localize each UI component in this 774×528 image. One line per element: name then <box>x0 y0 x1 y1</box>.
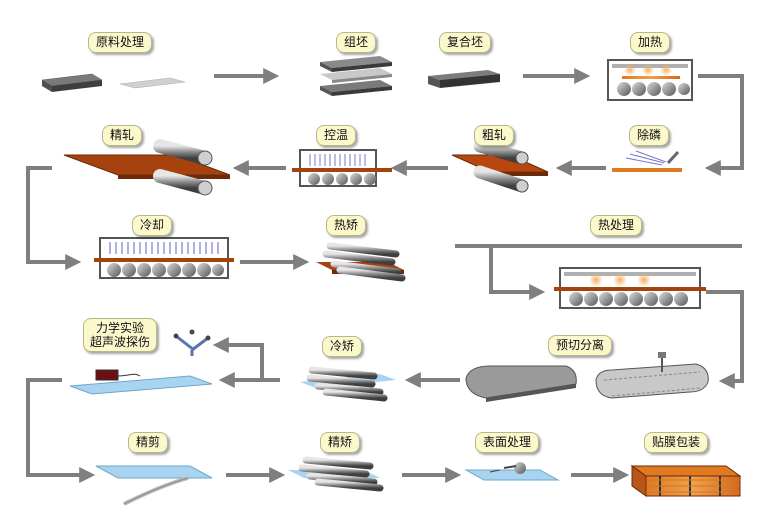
label-finish-roll: 精轧 <box>101 125 143 146</box>
finish-straightener <box>288 456 384 492</box>
heat-treat-furnace <box>554 267 706 309</box>
label-testing-line1: 力学实验 <box>95 321 145 335</box>
label-surface: 表面处理 <box>474 432 540 453</box>
heating-furnace <box>607 59 693 101</box>
arrow-bus-to-heattreat <box>489 246 546 300</box>
precut-plate <box>465 365 577 402</box>
label-finish-cut: 精剪 <box>127 432 169 453</box>
test-plate <box>69 369 213 395</box>
arrow-heating-to-descale <box>698 74 744 176</box>
label-assemble: 组坯 <box>335 32 377 53</box>
composite-slab <box>428 70 500 88</box>
surface-treatment <box>464 462 560 481</box>
packed-plates <box>630 465 742 497</box>
raw-material-plates <box>41 73 186 92</box>
label-cold-straighten: 冷矫 <box>321 336 363 357</box>
rough-rolling-mill <box>451 139 549 193</box>
label-testing-line2: 超声波探伤 <box>89 335 151 349</box>
arrow-test-loop <box>212 337 280 382</box>
cutting-plate <box>595 352 709 399</box>
hot-straightener <box>316 242 406 282</box>
temp-control-unit <box>292 149 392 187</box>
label-pack: 贴膜包装 <box>643 432 709 453</box>
label-hot-straighten: 热矫 <box>325 215 367 236</box>
ultrasonic-probe-icon <box>173 329 211 356</box>
finish-rolling-mill <box>63 139 231 196</box>
assemble-stack <box>320 56 392 96</box>
label-cut-separate: 预切分离 <box>547 335 613 356</box>
cooling-unit <box>94 237 234 279</box>
label-composite: 复合坯 <box>438 32 492 53</box>
label-descale: 除磷 <box>628 125 670 146</box>
arrow-test-to-finishcut <box>26 378 96 483</box>
label-heating: 加热 <box>629 32 671 53</box>
label-cooling: 冷却 <box>131 215 173 236</box>
arrow-finish-to-cooling <box>26 166 82 270</box>
label-heat-treat: 热处理 <box>589 215 643 236</box>
descale-unit <box>612 150 682 172</box>
cold-straightener <box>300 366 396 402</box>
label-testing: 力学实验 超声波探伤 <box>82 318 158 352</box>
label-temp-control: 控温 <box>315 125 357 146</box>
label-rough-roll: 粗轧 <box>473 125 515 146</box>
arrow-heattreat-to-cut <box>706 290 744 389</box>
finish-cut-plate <box>95 465 213 506</box>
label-finish-straighten: 精矫 <box>319 432 361 453</box>
flow-arrows <box>26 68 744 483</box>
label-raw-material: 原料处理 <box>87 32 153 53</box>
